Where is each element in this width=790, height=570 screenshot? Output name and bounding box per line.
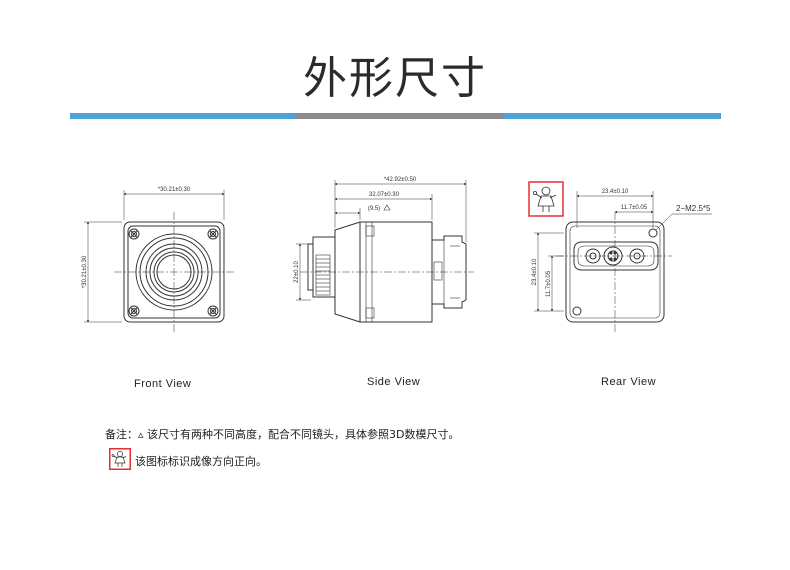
side-view-label: Side View (367, 376, 421, 388)
divider-gray-center (295, 113, 504, 119)
rear-hole-top-right (648, 228, 658, 238)
front-view-label: Front View (134, 378, 192, 390)
divider-blue-left (70, 113, 295, 119)
note-line-2: 该图标标识成像方向正向。 (135, 455, 267, 468)
technical-drawing: *30.21±0.30 *30.21±0.30 (82, 177, 712, 332)
rear-view-label: Rear View (601, 376, 657, 388)
divider-blue-right (504, 113, 721, 119)
rear-height-dimension: 23.4±0.10 (532, 258, 538, 285)
side-view-drawing (296, 180, 474, 323)
side-height-dimension: 22±0.10 (294, 261, 300, 283)
rear-hole-bottom-left (572, 306, 582, 316)
front-screw-bottom-left (128, 305, 140, 317)
title-divider (70, 113, 721, 119)
side-overall-dimension: *42.92±0.50 (384, 177, 417, 183)
triangle-marker-icon (383, 204, 391, 211)
rear-width-dimension: 23.4±0.10 (602, 189, 629, 195)
side-lens-dimension: (9.5) (368, 206, 380, 212)
front-height-dimension: *30.21±0.30 (82, 255, 88, 288)
front-screw-bottom-right (207, 305, 219, 317)
orientation-marker-icon (109, 448, 131, 470)
rear-offset-dimension: 11.7±0.05 (621, 205, 648, 211)
side-lens-threads (315, 254, 331, 296)
front-screw-top-left (128, 228, 140, 240)
side-body-dimension: 32.07±0.30 (369, 192, 400, 198)
rear-voffset-dimension: 11.7±0.05 (546, 270, 552, 297)
page-title: 外形尺寸 (303, 53, 487, 104)
note-line-1: 备注：▵ 该尺寸有两种不同高度，配合不同镜头，具体参照3D数模尺寸。 (105, 428, 460, 441)
front-width-dimension: *30.21±0.30 (158, 187, 191, 193)
rear-holes-dimension: 2−M2.5*5 (676, 204, 711, 213)
front-screw-top-right (207, 228, 219, 240)
orientation-marker-icon (528, 181, 564, 217)
rear-view-drawing (534, 191, 712, 332)
front-view-drawing (84, 190, 234, 332)
